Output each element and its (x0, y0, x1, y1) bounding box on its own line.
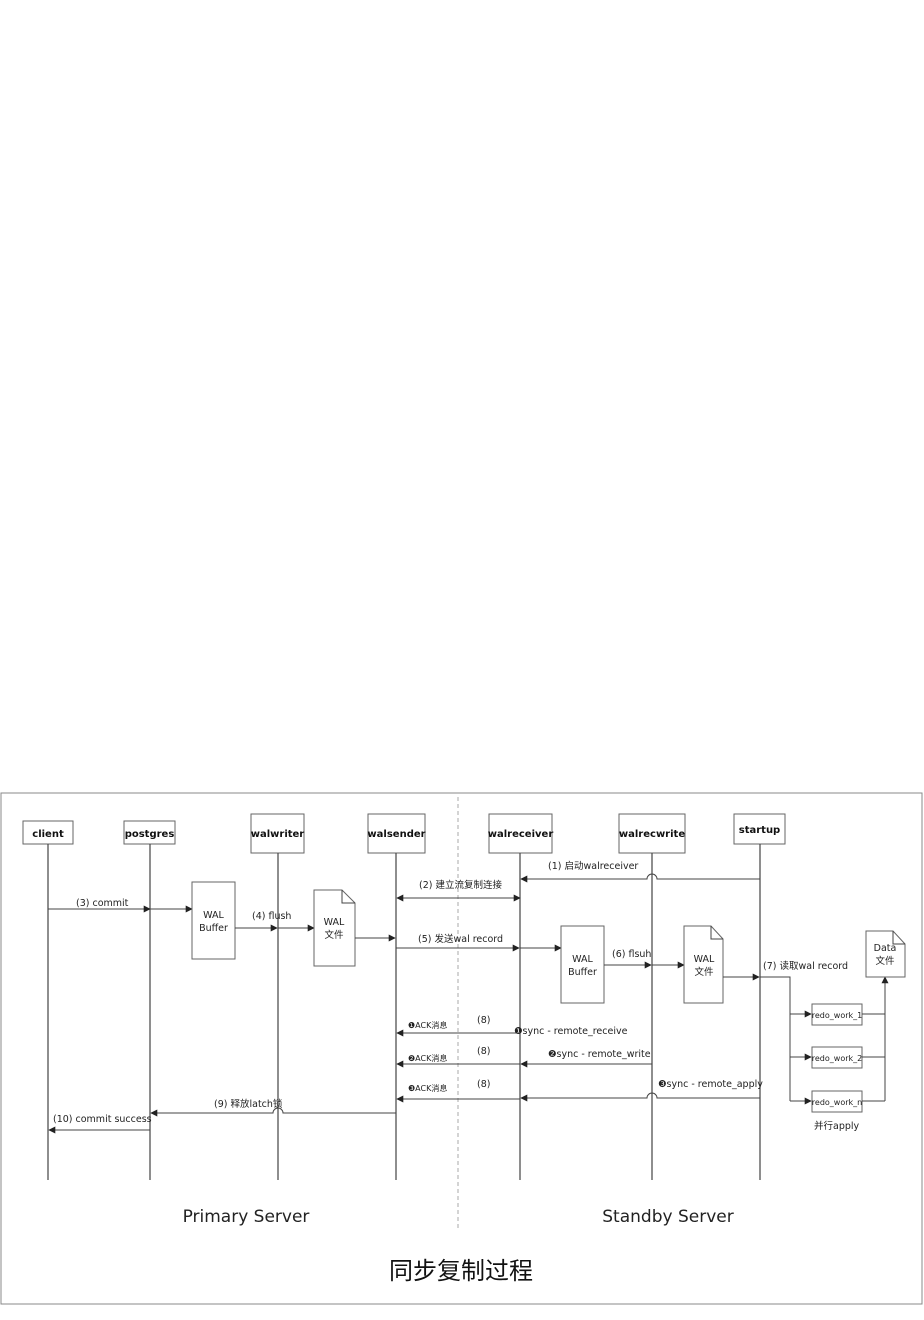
participant-client: client (22, 820, 74, 845)
arrow-m1 (520, 873, 760, 883)
label-m3: (3) commit (76, 898, 129, 909)
svg-text:postgres: postgres (125, 829, 175, 840)
arrow-sync3 (520, 1092, 760, 1102)
branch-redo (760, 976, 791, 1101)
participant-walwriter: walwriter (250, 813, 305, 854)
label-m8-2: (8) (477, 1046, 490, 1057)
diagram-title: 同步复制过程 (389, 1257, 533, 1285)
svg-text:redo_work_1: redo_work_1 (812, 1011, 862, 1020)
svg-text:文件: 文件 (694, 966, 714, 978)
label-m7: (7) 读取wal record (763, 960, 848, 972)
primary-wal-file: WAL 文件 (313, 889, 356, 967)
label-m8-1: (8) (477, 1015, 490, 1026)
svg-text:walreceiver: walreceiver (488, 829, 554, 840)
arrow-m9 (150, 1107, 396, 1117)
label-m10: (10) commit success (53, 1114, 152, 1125)
redo-worker-2: redo_work_2 (811, 1046, 863, 1069)
standby-wal-buffer: WAL Buffer (560, 925, 605, 1004)
label-ack3: ❸ACK消息 (408, 1083, 447, 1093)
participant-walsender: walsender (367, 813, 426, 854)
label-m5: (5) 发送wal record (418, 933, 503, 945)
svg-text:startup: startup (739, 825, 780, 836)
primary-server-label: Primary Server (183, 1207, 310, 1227)
label-m1: (1) 启动walreceiver (548, 860, 638, 872)
svg-text:Buffer: Buffer (568, 967, 597, 978)
label-m2: (2) 建立流复制连接 (419, 879, 502, 891)
redo-worker-1: redo_work_1 (811, 1003, 863, 1026)
svg-text:walwriter: walwriter (251, 829, 305, 840)
participant-startup: startup (733, 813, 786, 845)
standby-server-label: Standby Server (602, 1207, 733, 1227)
svg-text:WAL: WAL (203, 910, 224, 921)
label-m6: (6) flsuh (612, 949, 651, 960)
diagram-frame (0, 792, 923, 1305)
svg-text:walrecwrite: walrecwrite (619, 829, 685, 840)
svg-text:Buffer: Buffer (199, 923, 228, 934)
svg-text:redo_work_n: redo_work_n (812, 1098, 862, 1107)
redo-worker-n: redo_work_n (811, 1090, 863, 1113)
label-m4: (4) flush (252, 911, 291, 922)
svg-text:WAL: WAL (324, 917, 345, 928)
standby-wal-file: WAL 文件 (683, 925, 724, 1004)
svg-text:WAL: WAL (694, 954, 715, 965)
label-parallel-apply: 并行apply (814, 1120, 860, 1132)
svg-text:WAL: WAL (572, 954, 593, 965)
svg-text:文件: 文件 (875, 955, 895, 967)
label-sync3: ❸sync - remote_apply (658, 1079, 763, 1090)
label-ack2: ❷ACK消息 (408, 1053, 447, 1063)
primary-wal-buffer: WAL Buffer (191, 881, 236, 960)
data-file: Data 文件 (865, 930, 906, 978)
label-ack1: ❶ACK消息 (408, 1020, 447, 1030)
svg-text:client: client (32, 829, 64, 840)
svg-text:walsender: walsender (367, 829, 425, 840)
svg-text:文件: 文件 (324, 929, 344, 941)
label-m9: (9) 释放latch锁 (214, 1098, 283, 1110)
participant-walrecwrite: walrecwrite (618, 813, 686, 854)
label-m8-3: (8) (477, 1079, 490, 1090)
svg-text:redo_work_2: redo_work_2 (812, 1054, 862, 1063)
participant-walreceiver: walreceiver (488, 813, 554, 854)
merge-redo (862, 1013, 885, 1102)
svg-text:Data: Data (874, 943, 897, 954)
label-sync1: ❶sync - remote_receive (514, 1026, 628, 1037)
label-sync2: ❷sync - remote_write (548, 1049, 651, 1060)
participant-postgres: postgres (123, 820, 176, 845)
